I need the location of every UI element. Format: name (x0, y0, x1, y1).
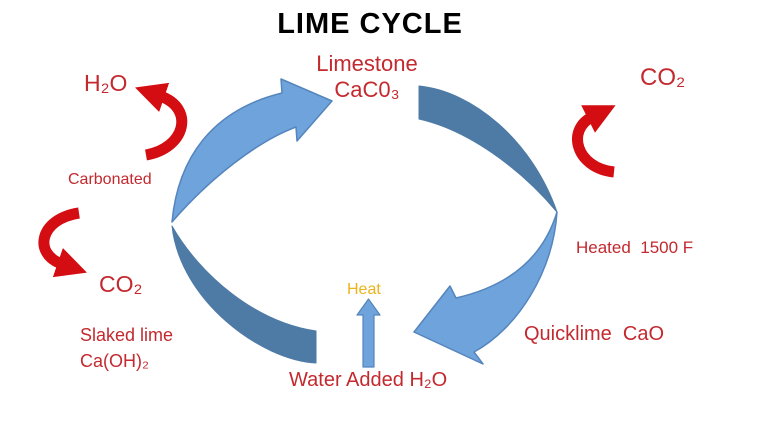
cycle-arrow-top-left (171, 78, 333, 223)
limestone-name: Limestone (316, 51, 418, 76)
h2o-release-arrow (135, 82, 188, 161)
cycle-arc-top-right (418, 85, 558, 213)
co2-absorb-arrow (38, 207, 87, 278)
label-heat: Heat (347, 281, 381, 298)
node-limestone: Limestone CaC0₃ (287, 51, 447, 103)
co2-release-arrow (572, 105, 616, 178)
node-slaked-lime: Slaked lime Ca(OH)₂ (80, 322, 173, 374)
label-h2o-released: H₂O (84, 70, 128, 96)
label-co2-released: CO₂ (640, 64, 686, 91)
slaked-lime-formula: Ca(OH)₂ (80, 351, 149, 372)
label-co2-absorbed: CO₂ (99, 271, 143, 297)
label-water-added: Water Added H₂O (289, 369, 448, 391)
cycle-arrow-bottom-right (413, 211, 558, 365)
slaked-lime-name: Slaked lime (80, 325, 174, 345)
limestone-formula: CaC0₃ (334, 76, 400, 102)
node-quicklime: Quicklime CaO (524, 323, 665, 345)
label-heated-1500f: Heated 1500 F (576, 238, 694, 257)
heat-up-arrow (356, 298, 381, 368)
label-carbonated: Carbonated (68, 171, 152, 188)
cycle-arc-bottom-left (171, 225, 317, 364)
page-title: LIME CYCLE (277, 8, 463, 40)
